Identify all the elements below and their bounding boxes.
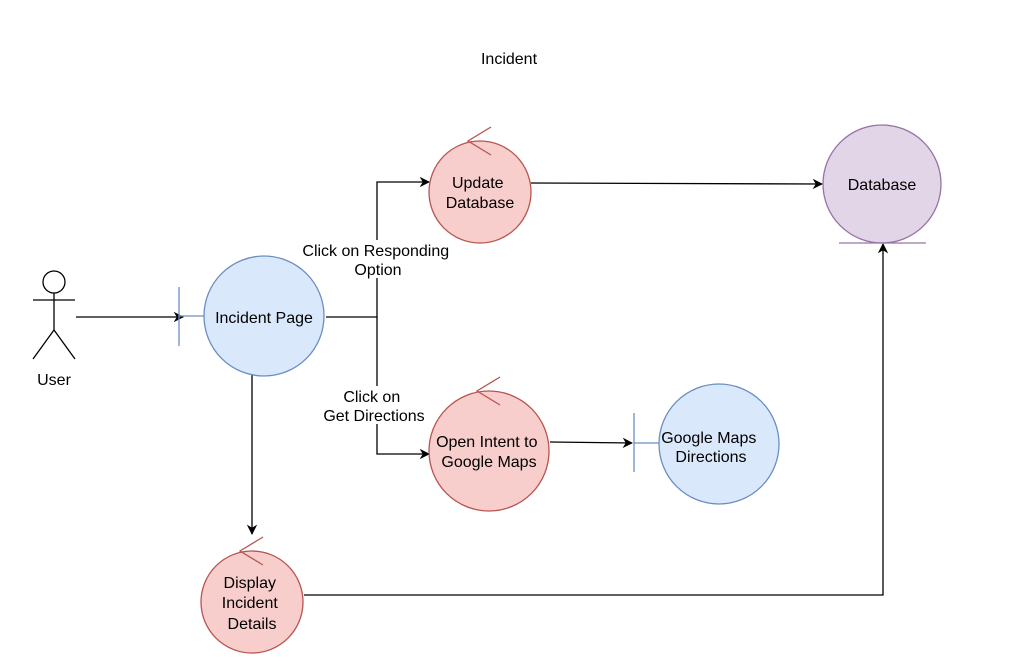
boundary-incident-page[interactable]: Incident Page <box>178 255 325 377</box>
node-label: Google Maps <box>441 454 536 471</box>
control-arrowhead-icon <box>238 536 264 566</box>
edge-label-line: Click on Responding <box>302 243 449 260</box>
edge-incident-page-to-open-intent <box>376 317 431 460</box>
node-label: Update <box>452 175 504 192</box>
node-label: Directions <box>675 449 746 466</box>
svg-text:Display Incident D: Display Incident Details <box>222 575 283 633</box>
edge-label-line: Get Directions <box>323 408 424 425</box>
edge-display-details-to-database <box>304 242 889 596</box>
svg-text:Click on Responding Opti: Click on Responding Option <box>302 243 453 279</box>
svg-text:Database: Database <box>848 177 917 194</box>
svg-text:Click on Get Directions: Click on Get Directions <box>323 389 424 425</box>
control-arrowhead-icon <box>466 126 492 156</box>
edge-label-line: Click on <box>343 389 400 406</box>
edge-label-line: Option <box>354 262 401 279</box>
svg-text:Incident Page: Incident Page <box>215 310 313 327</box>
node-label: Incident Page <box>215 310 313 327</box>
control-open-intent[interactable]: Open Intent to Google Maps <box>428 376 550 512</box>
node-label: Google Maps <box>661 430 756 447</box>
boundary-google-maps[interactable]: Google Maps Directions <box>633 383 780 505</box>
edge-label-click-directions: Click on Get Directions <box>320 386 430 425</box>
edges <box>76 176 889 596</box>
svg-text:Open Intent to Google Ma: Open Intent to Google Maps <box>436 434 542 471</box>
node-label: Incident <box>222 595 279 612</box>
actor-user-label: User <box>37 372 71 389</box>
control-update-database[interactable]: Update Database <box>428 126 532 244</box>
diagram-title: Incident <box>481 51 538 68</box>
actor-user[interactable] <box>32 270 76 360</box>
svg-text:Google Maps Directions: Google Maps Directions <box>661 430 761 466</box>
control-display-details[interactable]: Display Incident Details <box>200 536 304 654</box>
node-label: Display <box>224 575 276 592</box>
node-label: Open Intent to <box>436 434 538 451</box>
edge-open-intent-to-google-maps <box>549 437 634 449</box>
control-arrowhead-icon <box>475 376 501 406</box>
edge-update-database-to-database <box>530 178 824 190</box>
node-label: Details <box>228 616 277 633</box>
svg-text:Update Database: Update Database <box>446 175 515 212</box>
node-label: Database <box>848 177 917 194</box>
entity-database[interactable]: Database <box>822 124 942 244</box>
edge-label-click-responding: Click on Responding Option <box>302 240 453 279</box>
node-label: Database <box>446 195 515 212</box>
actor-head <box>42 270 66 294</box>
